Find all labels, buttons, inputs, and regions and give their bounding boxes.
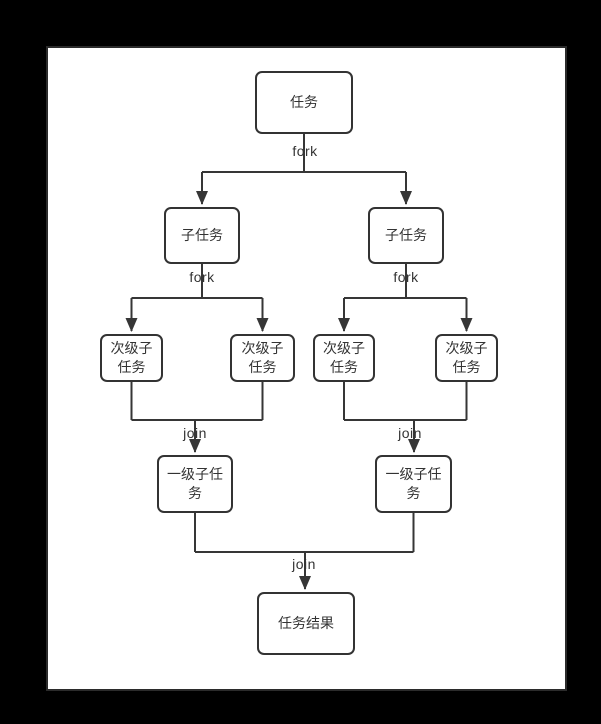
flow-node-label: 次级子任务	[110, 340, 153, 375]
flow-node-label: 次级子任务	[323, 340, 365, 375]
flow-node-secondary-subtask-1[interactable]: 次级子任务	[100, 334, 163, 382]
flow-node-first-level-subtask-left[interactable]: 一级子任务	[157, 455, 233, 513]
flow-node-secondary-subtask-2[interactable]: 次级子任务	[230, 334, 295, 382]
flow-node-label: 一级子任务	[385, 466, 442, 501]
edge-label-join-5: join	[292, 556, 316, 572]
edge-label-fork-2: fork	[393, 269, 419, 285]
diagram-canvas: 任务子任务 子任务次级子任务 次级子任务 次级子任务 次级子任务一级子任务 一级子任务任务…	[46, 46, 567, 691]
edge-label-join-4: join	[398, 425, 422, 441]
flow-node-first-level-subtask-right[interactable]: 一级子任务	[375, 455, 452, 513]
flow-node-secondary-subtask-3[interactable]: 次级子任务	[313, 334, 375, 382]
flow-node-label: 次级子任务	[241, 340, 284, 375]
edge-label-fork-1: fork	[189, 269, 215, 285]
flow-node-label: 任务	[290, 94, 318, 111]
flow-node-subtask-right[interactable]: 子任务	[368, 207, 444, 264]
connector-lines	[125, 134, 473, 590]
edge-label-join-3: join	[183, 425, 207, 441]
flow-node-label: 任务结果	[278, 615, 334, 632]
flow-node-label: 一级子任务	[167, 466, 223, 501]
flow-node-label: 子任务	[181, 227, 223, 244]
edge-label-fork-0: fork	[292, 143, 318, 159]
flow-node-subtask-left[interactable]: 子任务	[164, 207, 240, 264]
flow-node-label: 子任务	[385, 227, 427, 244]
flow-node-label: 次级子任务	[445, 340, 488, 375]
flow-node-task-result[interactable]: 任务结果	[257, 592, 355, 655]
flow-node-task[interactable]: 任务	[255, 71, 353, 134]
flow-node-secondary-subtask-4[interactable]: 次级子任务	[435, 334, 498, 382]
